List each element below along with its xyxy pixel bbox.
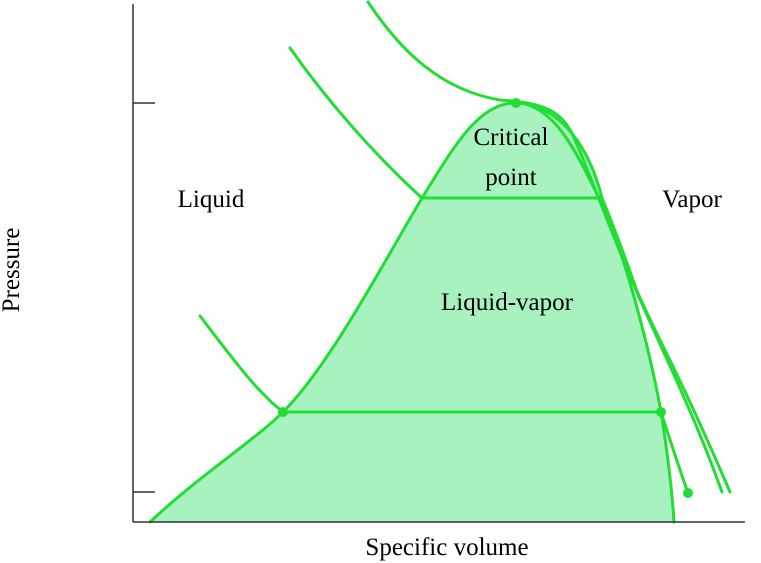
saturated-vapor-point [656, 407, 666, 417]
critical-label: Critical [474, 124, 549, 151]
saturated-liquid-point [278, 407, 288, 417]
vapor-state-point [683, 488, 693, 498]
x-axis-label: Specific volume [365, 534, 528, 561]
point-label: point [485, 164, 536, 191]
lower-isotherm-liquid [198, 314, 285, 414]
critical-isotherm [366, 0, 732, 494]
y-axis-label: Pressure [0, 228, 25, 313]
upper-isotherm-vapor [600, 196, 642, 302]
critical-point-marker [511, 98, 521, 108]
saturation-dome-fill [150, 102, 674, 523]
lower-isotherm-vapor [659, 410, 690, 495]
liquid-label: Liquid [178, 186, 245, 213]
vapor-label: Vapor [662, 186, 722, 213]
liquid-vapor-label: Liquid-vapor [441, 289, 574, 316]
upper-isotherm-liquid [288, 46, 424, 200]
